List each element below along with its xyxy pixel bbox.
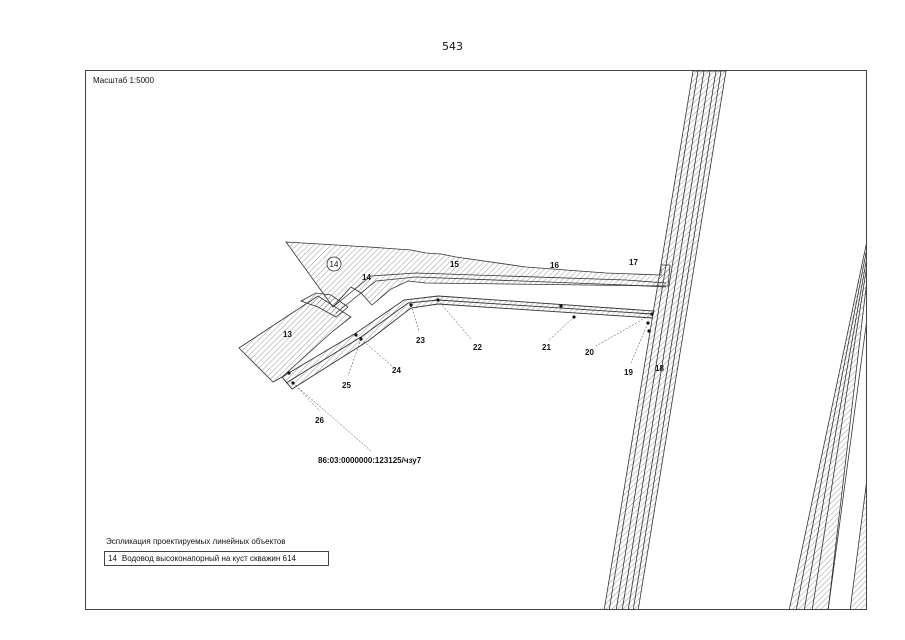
object-marker-label: 14 xyxy=(330,260,339,269)
scale-label: Масштаб 1:5000 xyxy=(93,76,154,85)
area-label: 14 xyxy=(362,273,371,282)
point-label-15: 15 xyxy=(450,260,459,269)
point-label-22: 22 xyxy=(473,343,482,352)
far-right-corridor xyxy=(789,243,866,609)
legend-row: 14 Водовод высоконапорный на куст скважин… xyxy=(104,551,329,566)
vertex-points xyxy=(287,298,654,385)
point-label-26: 26 xyxy=(315,416,324,425)
map-frame: Масштаб 1:5000 xyxy=(85,70,867,610)
left-block xyxy=(238,292,352,383)
parcel-label: 86:03:0000000:123125/чзу7 xyxy=(318,456,422,465)
point-label-19: 19 xyxy=(624,368,633,377)
point-label-20: 20 xyxy=(585,348,594,357)
legend-item-number: 14 xyxy=(108,554,117,563)
pipeline-strip xyxy=(281,295,655,390)
plan-drawing: 14 14 13 15 16 17 18 19 20 21 22 23 24 2… xyxy=(238,71,866,609)
point-label-17: 17 xyxy=(629,258,638,267)
point-label-16: 16 xyxy=(550,261,559,270)
point-label-23: 23 xyxy=(416,336,425,345)
point-label-24: 24 xyxy=(392,366,401,375)
point-label-18: 18 xyxy=(655,364,664,373)
legend-item-text: Водовод высоконапорный на куст скважин 6… xyxy=(121,554,296,563)
legend-title: Эспликация проектируемых линейных объект… xyxy=(106,537,286,546)
page-number: 543 xyxy=(442,40,463,53)
upper-spur xyxy=(285,241,671,314)
road-corridor xyxy=(603,71,727,609)
point-label-25: 25 xyxy=(342,381,351,390)
leader-lines xyxy=(292,299,653,452)
point-label-13: 13 xyxy=(283,330,292,339)
object-marker-circle xyxy=(326,256,342,272)
point-label-21: 21 xyxy=(542,343,551,352)
